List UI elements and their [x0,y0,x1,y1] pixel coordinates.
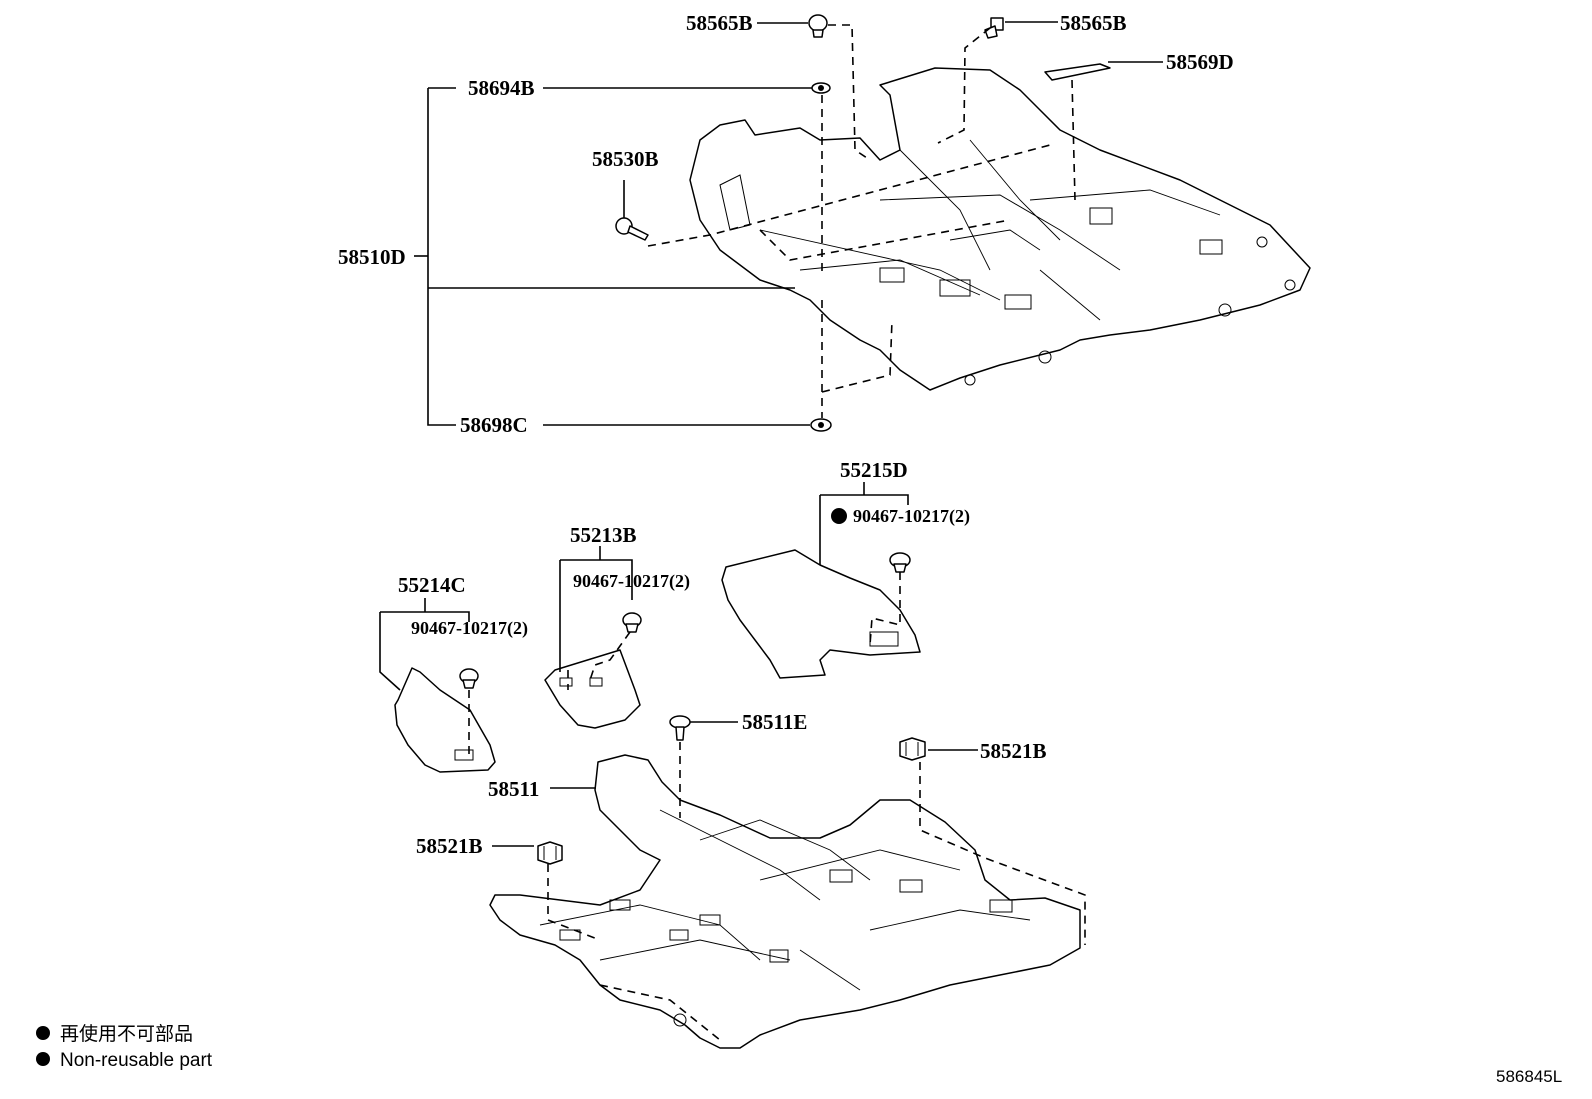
clip-58521b-right-icon [899,737,926,761]
legend-bullet-jp-icon [36,1026,50,1040]
callout-58521b-left: 58521B [416,834,483,858]
grommet-58698c-icon [810,418,832,432]
callout-55215d: 55215D [840,458,908,482]
callout-55213b: 55213B [570,523,637,547]
non-reusable-marker-55215d-icon [831,508,847,524]
front-floor-carpet-assembly [689,67,1311,391]
clip-58521b-left-icon [537,841,563,865]
clip-58511e-icon [669,715,691,741]
screw-58530b-icon [615,217,649,241]
floor-mat-55214c [394,667,496,773]
callout-58510d: 58510D [338,245,406,269]
callout-55215d-clip: 90467-10217(2) [853,506,970,527]
clip-58565b-left-icon [808,14,828,38]
clip-90467-55214c-icon [459,668,479,689]
callout-55214c: 55214C [398,573,466,597]
clip-58565b-right-icon [984,17,1004,39]
callout-58565b-left: 58565B [686,11,753,35]
callout-58521b-right: 58521B [980,739,1047,763]
diagram-code: 586845L [1496,1067,1562,1086]
legend-text-jp: 再使用不可部品 [60,1023,193,1045]
callout-58698c: 58698C [460,413,528,437]
legend-text-en: Non-reusable part [60,1050,213,1071]
callout-58511: 58511 [488,777,539,801]
legend-bullet-en-icon [36,1052,50,1066]
callout-58565b-right: 58565B [1060,11,1127,35]
grommet-58694b-icon [811,82,831,94]
callout-58511e: 58511E [742,710,807,734]
callout-58694b: 58694B [468,76,535,100]
retainer-58569d-icon [1044,63,1111,81]
callout-58530b: 58530B [592,147,659,171]
callout-58569d: 58569D [1166,50,1234,74]
rear-floor-carpet-assembly [489,754,1081,1049]
clip-90467-55213b-icon [622,612,642,633]
callout-55214c-clip: 90467-10217(2) [411,618,528,639]
floor-mat-55213b [544,649,641,729]
clip-90467-55215d-icon [889,552,911,573]
callout-55213b-clip: 90467-10217(2) [573,571,690,592]
floor-mat-55215d [721,549,921,679]
